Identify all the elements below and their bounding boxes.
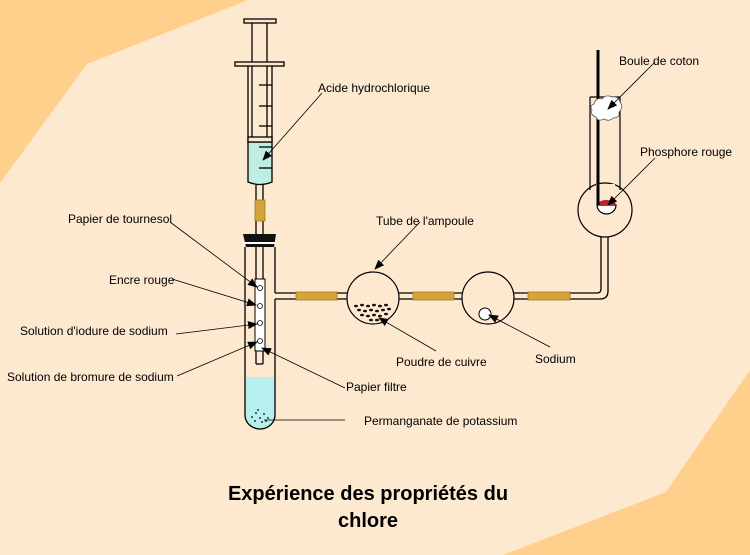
label-papier-tournesol: Papier de tournesol (68, 212, 172, 226)
title-line-2: chlore (338, 510, 398, 532)
label-permanganate: Permanganate de potassium (364, 414, 517, 428)
corner-decoration-bottom-right (503, 370, 750, 555)
bulb-copper (346, 271, 400, 325)
bulb-sodium (461, 271, 515, 325)
label-sodium: Sodium (535, 352, 576, 366)
leader-lines (169, 61, 656, 421)
label-poudre-cuivre: Poudre de cuivre (396, 355, 487, 369)
label-boule-coton: Boule de coton (619, 54, 699, 68)
corner-decoration-top-left (0, 0, 248, 183)
label-bromure-sodium: Solution de bromure de sodium (7, 370, 174, 384)
label-iodure-sodium: Solution d'iodure de sodium (20, 324, 168, 338)
label-encre-rouge: Encre rouge (109, 273, 175, 287)
rubber-connector (254, 199, 266, 222)
rubber-connectors (295, 291, 571, 301)
label-tube-ampoule: Tube de l'ampoule (376, 214, 474, 228)
label-papier-filtre: Papier filtre (346, 380, 407, 394)
label-acide-hydrochlorique: Acide hydrochlorique (318, 81, 430, 95)
title-line-1: Expérience des propriétés du (228, 483, 508, 505)
test-tube (244, 247, 276, 430)
stopper (243, 234, 276, 247)
delivery-tube (275, 237, 609, 300)
label-phosphore-rouge: Phosphore rouge (640, 145, 732, 159)
bulb-phosphorus (577, 50, 633, 238)
